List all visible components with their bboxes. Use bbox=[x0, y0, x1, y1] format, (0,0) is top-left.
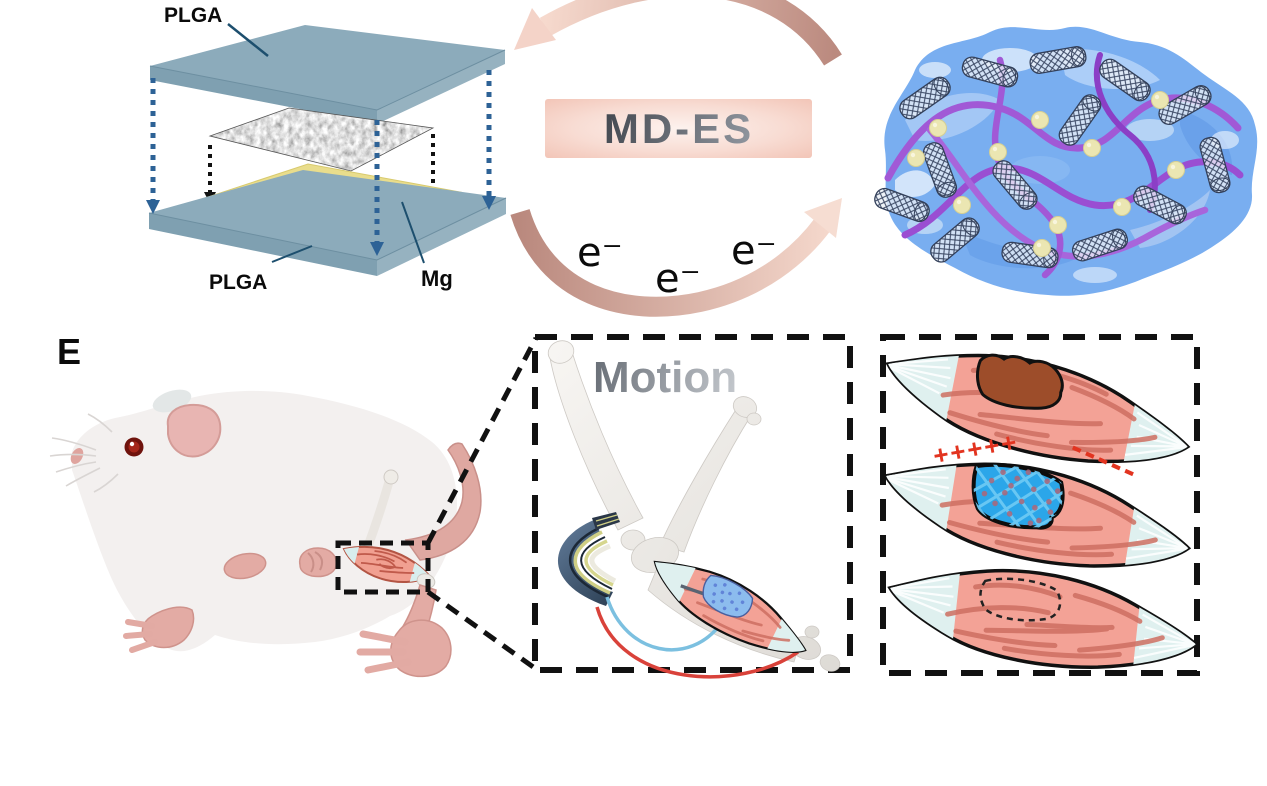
hydrogel-graft bbox=[967, 460, 1067, 533]
red-wire bbox=[595, 606, 799, 679]
es-cycle: MD-ES e⁻ e⁻ e⁻ bbox=[510, 0, 842, 317]
plga-bottom-leader bbox=[271, 245, 313, 263]
mg-leader bbox=[401, 201, 425, 264]
rat-whiskers bbox=[49, 413, 119, 493]
implanted-hydrogel-patch bbox=[702, 574, 754, 618]
panel-e-label: E bbox=[57, 331, 81, 372]
rat-nose bbox=[70, 448, 84, 464]
assembly-arrowheads-blue bbox=[146, 196, 496, 256]
rat-eye bbox=[124, 437, 144, 457]
muscle-wound bbox=[976, 353, 1064, 410]
rat-front-foot bbox=[123, 606, 195, 653]
healed-region-outline bbox=[979, 577, 1062, 622]
mg-label: Mg bbox=[421, 266, 453, 291]
rat-ear bbox=[166, 403, 222, 458]
electron-label-3: e⁻ bbox=[731, 228, 777, 274]
electron-label-1: e⁻ bbox=[577, 230, 623, 276]
rat-tail bbox=[404, 442, 482, 561]
rat-front-knee bbox=[223, 552, 267, 580]
cycle-arrowhead-top bbox=[514, 8, 556, 50]
callout-line-top bbox=[425, 336, 539, 545]
plga-bottom-plate bbox=[148, 170, 507, 276]
plga-top-leader bbox=[227, 23, 269, 57]
cycle-arrow-top bbox=[539, 0, 842, 66]
plga-bottom-label: PLGA bbox=[209, 271, 267, 294]
hydrogel-scaffold bbox=[874, 26, 1258, 296]
cycle-arrow-bottom bbox=[510, 208, 832, 317]
electron-label-2: e⁻ bbox=[655, 256, 701, 302]
crosslinker-dots bbox=[907, 91, 1185, 257]
rat-illustration: E bbox=[49, 331, 539, 678]
plga-top-plate bbox=[149, 25, 506, 124]
repair-panel: +++++ ----- bbox=[876, 334, 1202, 680]
motion-panel: Motion bbox=[532, 334, 853, 679]
motion-title: Motion bbox=[593, 353, 737, 402]
assembly-arrows-blue bbox=[150, 70, 492, 242]
repair-panel-border bbox=[880, 334, 1200, 676]
implanted-device bbox=[558, 512, 620, 606]
mdes-banner-label: MD-ES bbox=[604, 105, 754, 152]
mdes-banner bbox=[545, 99, 812, 158]
leg-callout-box bbox=[335, 540, 431, 595]
cycle-arrowhead-bottom bbox=[804, 198, 842, 238]
blue-wire bbox=[605, 596, 724, 652]
film-layer bbox=[208, 107, 435, 172]
rat-body bbox=[72, 390, 457, 652]
rat-front-paw bbox=[298, 547, 338, 578]
plga-top-label: PLGA bbox=[164, 4, 222, 27]
motion-panel-border bbox=[532, 334, 853, 673]
device-stack: PLGA PLGA Mg bbox=[146, 4, 507, 294]
carbon-nanotubes bbox=[874, 46, 1231, 269]
